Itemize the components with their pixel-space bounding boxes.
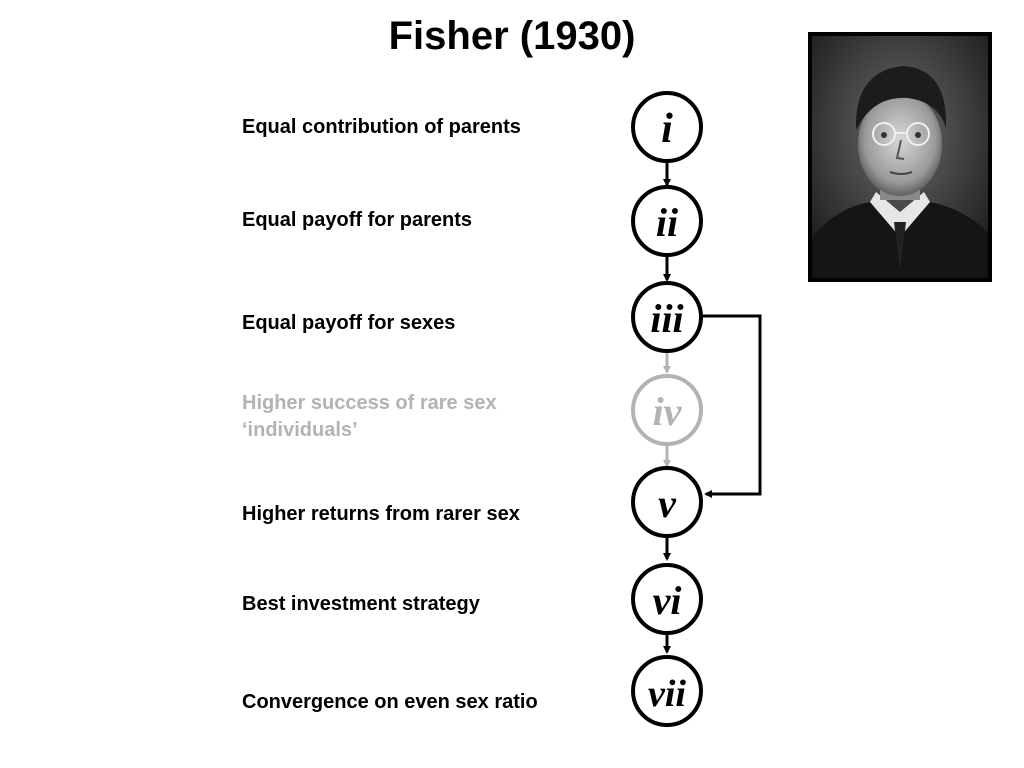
step-label-iv-line2: ‘individuals’ xyxy=(242,419,358,441)
node-iii: iii xyxy=(631,281,703,353)
step-label-vii: Convergence on even sex ratio xyxy=(242,691,538,713)
step-label-iv: Higher success of rare sex ‘individuals’ xyxy=(242,390,497,444)
node-v-text: v xyxy=(658,481,677,526)
bypass-arrow-iii-v xyxy=(703,314,762,498)
step-label-ii: Equal payoff for parents xyxy=(242,209,473,231)
node-ii: ii xyxy=(631,185,703,257)
node-i-text: i xyxy=(661,106,673,152)
node-vii-text: vii xyxy=(648,673,686,715)
node-i: i xyxy=(631,91,703,163)
node-vi-text: vi xyxy=(653,578,682,623)
node-iv-text: iv xyxy=(653,389,683,434)
step-label-iv-line1: Higher success of rare sex xyxy=(242,392,497,414)
node-iii-text: iii xyxy=(650,296,683,341)
node-iv: iv xyxy=(631,374,703,446)
step-label-i: Equal contribution of parents xyxy=(242,116,521,138)
portrait-illustration xyxy=(812,36,988,278)
page-title: Fisher (1930) xyxy=(388,14,636,58)
portrait-photo-icon xyxy=(808,32,992,282)
node-ii-text: ii xyxy=(656,200,678,245)
node-vii: vii xyxy=(631,655,703,727)
step-label-iii: Equal payoff for sexes xyxy=(242,312,456,334)
step-label-v: Higher returns from rarer sex xyxy=(242,503,520,525)
node-v: v xyxy=(631,466,703,538)
node-vi: vi xyxy=(631,563,703,635)
step-label-vi: Best investment strategy xyxy=(242,593,480,615)
